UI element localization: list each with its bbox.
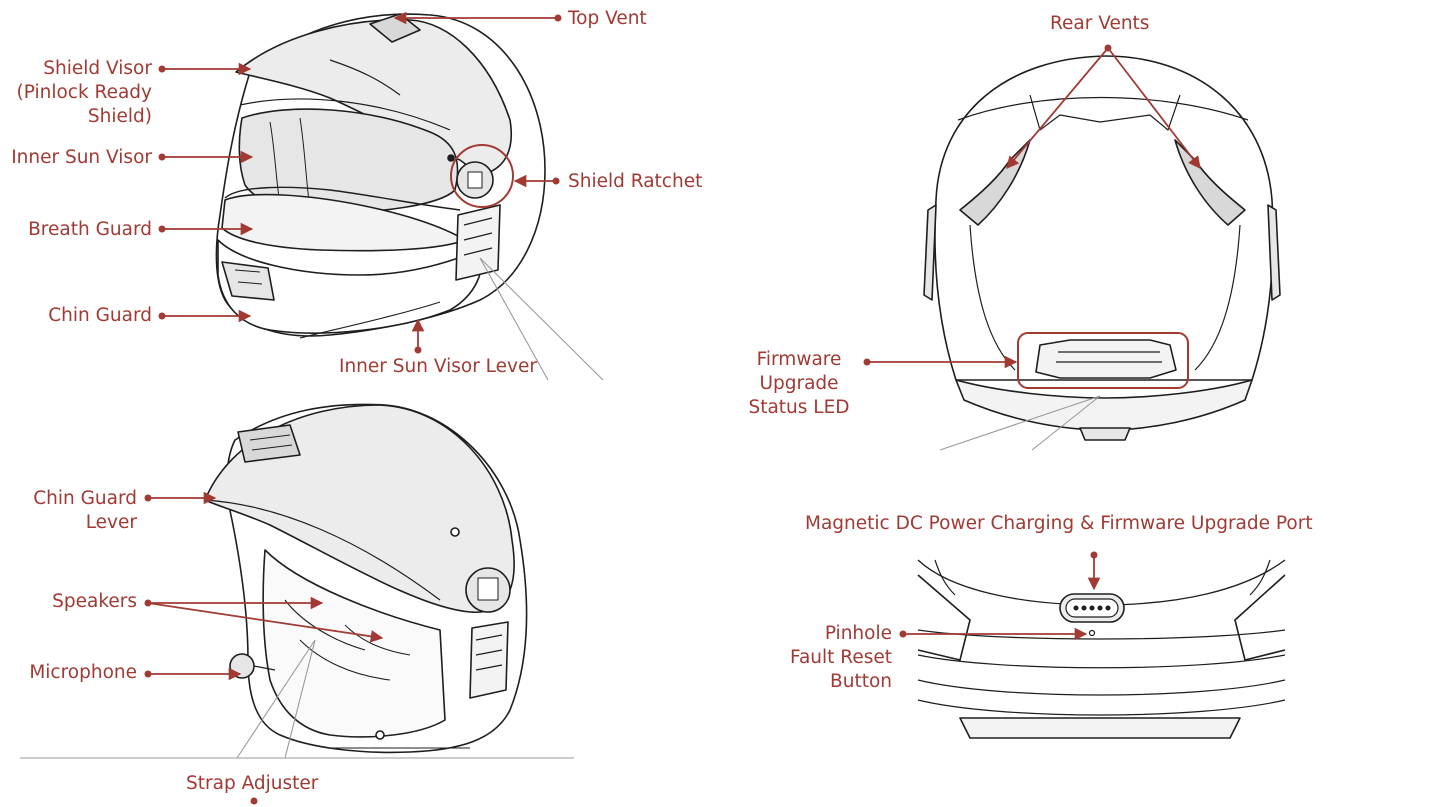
label-breath-guard: Breath Guard [28,219,152,240]
label-charging-port: Magnetic DC Power Charging & Firmware Up… [805,513,1313,534]
detail-leader-lines [20,257,1101,759]
chin-guard-shape [217,239,483,334]
label-rear-vents: Rear Vents [1050,13,1150,34]
charging-port-detail [917,559,1286,739]
label-shield-ratchet: Shield Ratchet [568,171,703,192]
label-microphone: Microphone [29,662,137,683]
label-chin-guard-lever: Chin Guard Lever [33,488,137,533]
label-pinhole-reset: Pinhole Fault Reset Button [790,623,892,692]
label-inner-sun-visor: Inner Sun Visor [11,147,152,168]
top-vent-shape [369,13,421,43]
label-inner-sun-visor-lever: Inner Sun Visor Lever [339,356,537,377]
label-shield-visor: Shield Visor (Pinlock Ready Shield) [16,58,153,127]
firmware-led-highlight [1017,332,1189,389]
label-top-vent: Top Vent [568,8,647,29]
label-chin-guard: Chin Guard [48,305,152,326]
callout-strap-adjuster [250,797,258,805]
pinhole-shape [1088,629,1096,637]
inner-sun-visor-shape [238,108,459,214]
shield-visor-shape [235,19,512,176]
label-firmware-led: Firmware Upgrade Status LED [748,349,850,418]
label-speakers: Speakers [52,591,137,612]
label-strap-adjuster: Strap Adjuster [186,773,319,794]
callout-speakers-2 [147,602,384,643]
helmet-side-open [204,403,528,754]
rear-shell-outline [934,55,1274,381]
helmet-rear [923,55,1281,441]
callout-rear-vents-left [1006,47,1109,169]
helmet-interior [262,549,446,738]
callout-lines [144,11,1201,805]
callout-rear-vents-right [1107,47,1201,169]
led-housing [1035,339,1177,379]
shield-ratchet-highlight [450,144,514,208]
helmet-side-closed [215,13,546,339]
